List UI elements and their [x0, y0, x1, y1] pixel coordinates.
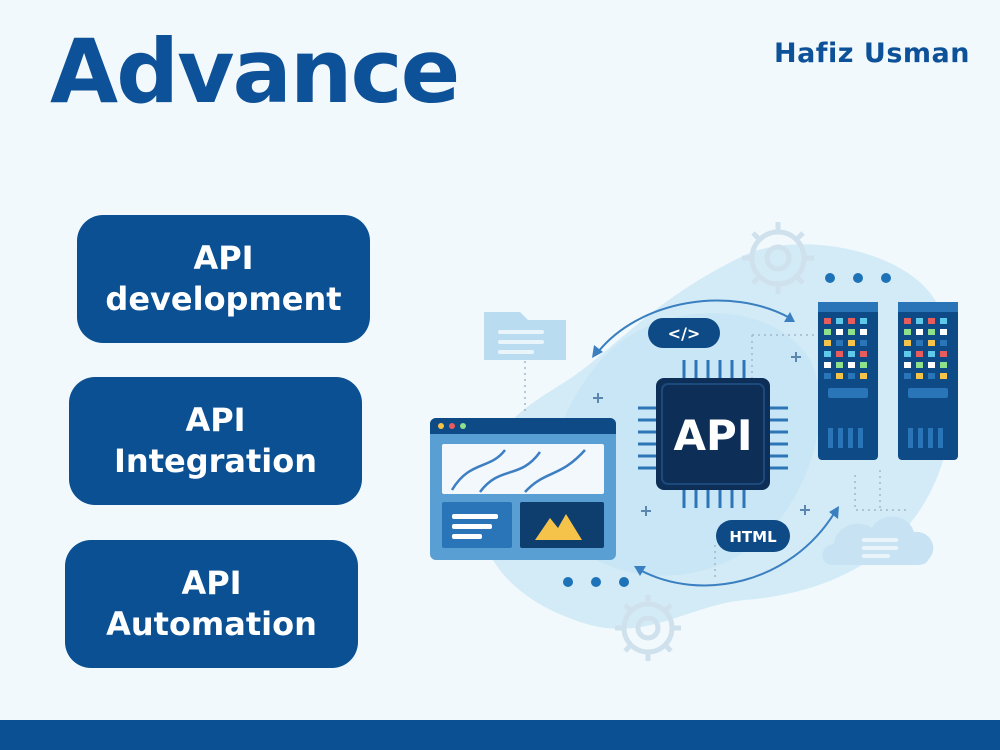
server-led — [916, 362, 923, 368]
service-card-line2: development — [105, 280, 342, 318]
server-led — [824, 340, 831, 346]
service-card-line2: Integration — [114, 442, 317, 480]
server-led — [940, 373, 947, 379]
server-led — [836, 362, 843, 368]
server-led — [848, 351, 855, 357]
server-led — [848, 318, 855, 324]
server-led — [916, 318, 923, 324]
service-card-api-development: API development — [77, 215, 370, 343]
server-led — [848, 329, 855, 335]
server-led — [848, 373, 855, 379]
server-led — [904, 373, 911, 379]
service-card-line1: API — [181, 564, 242, 603]
server-led — [904, 340, 911, 346]
server-led — [904, 351, 911, 357]
plus-icon — [593, 352, 810, 516]
server-led — [848, 362, 855, 368]
server-led — [916, 329, 923, 335]
code-tag-badge: </> — [648, 318, 720, 348]
server-led — [940, 362, 947, 368]
server-led — [860, 362, 867, 368]
server-led — [824, 351, 831, 357]
server-led — [824, 318, 831, 324]
dotted-connectors — [524, 334, 910, 580]
server-rack — [818, 302, 878, 460]
server-led — [824, 373, 831, 379]
cloud-icon — [822, 516, 934, 565]
api-chip-label: API — [674, 411, 753, 460]
code-tag-label: </> — [668, 324, 701, 343]
browser-window — [430, 418, 616, 560]
service-card-line2: Automation — [106, 605, 317, 643]
server-rack — [898, 302, 958, 460]
server-led — [824, 362, 831, 368]
server-led — [904, 329, 911, 335]
image-icon — [535, 514, 582, 540]
server-led — [848, 340, 855, 346]
server-led — [928, 351, 935, 357]
server-led — [916, 340, 923, 346]
arrowhead-icon — [592, 312, 839, 576]
api-chip: API — [638, 360, 788, 508]
html-tag-badge: HTML — [716, 520, 790, 552]
dots-decoration — [563, 273, 891, 587]
server-led — [940, 318, 947, 324]
server-led — [940, 351, 947, 357]
page-title: Advance — [50, 20, 460, 123]
server-led — [928, 340, 935, 346]
server-led — [928, 329, 935, 335]
server-led — [860, 373, 867, 379]
server-led — [916, 373, 923, 379]
server-led — [860, 340, 867, 346]
server-led — [824, 329, 831, 335]
html-tag-label: HTML — [729, 528, 777, 546]
server-led — [836, 329, 843, 335]
server-led — [928, 318, 935, 324]
author-name: Hafiz Usman — [773, 38, 970, 69]
server-led — [940, 340, 947, 346]
server-led — [940, 329, 947, 335]
folder-icon — [484, 312, 566, 360]
footer-bar — [0, 720, 1000, 750]
server-led — [904, 318, 911, 324]
server-led — [836, 351, 843, 357]
service-card-api-integration: API Integration — [69, 377, 362, 505]
server-led — [860, 329, 867, 335]
arrow-icon — [597, 299, 836, 587]
server-led — [836, 373, 843, 379]
gear-icon — [742, 222, 814, 294]
server-led — [836, 340, 843, 346]
server-led — [916, 351, 923, 357]
server-led — [860, 351, 867, 357]
server-led — [860, 318, 867, 324]
service-card-line1: API — [193, 239, 254, 278]
server-led — [836, 318, 843, 324]
gear-icon — [615, 595, 681, 661]
service-card-line1: API — [185, 401, 246, 440]
api-illustration: </> — [430, 222, 958, 661]
service-card-api-automation: API Automation — [65, 540, 358, 668]
server-led — [928, 373, 935, 379]
server-led — [904, 362, 911, 368]
server-led — [928, 362, 935, 368]
